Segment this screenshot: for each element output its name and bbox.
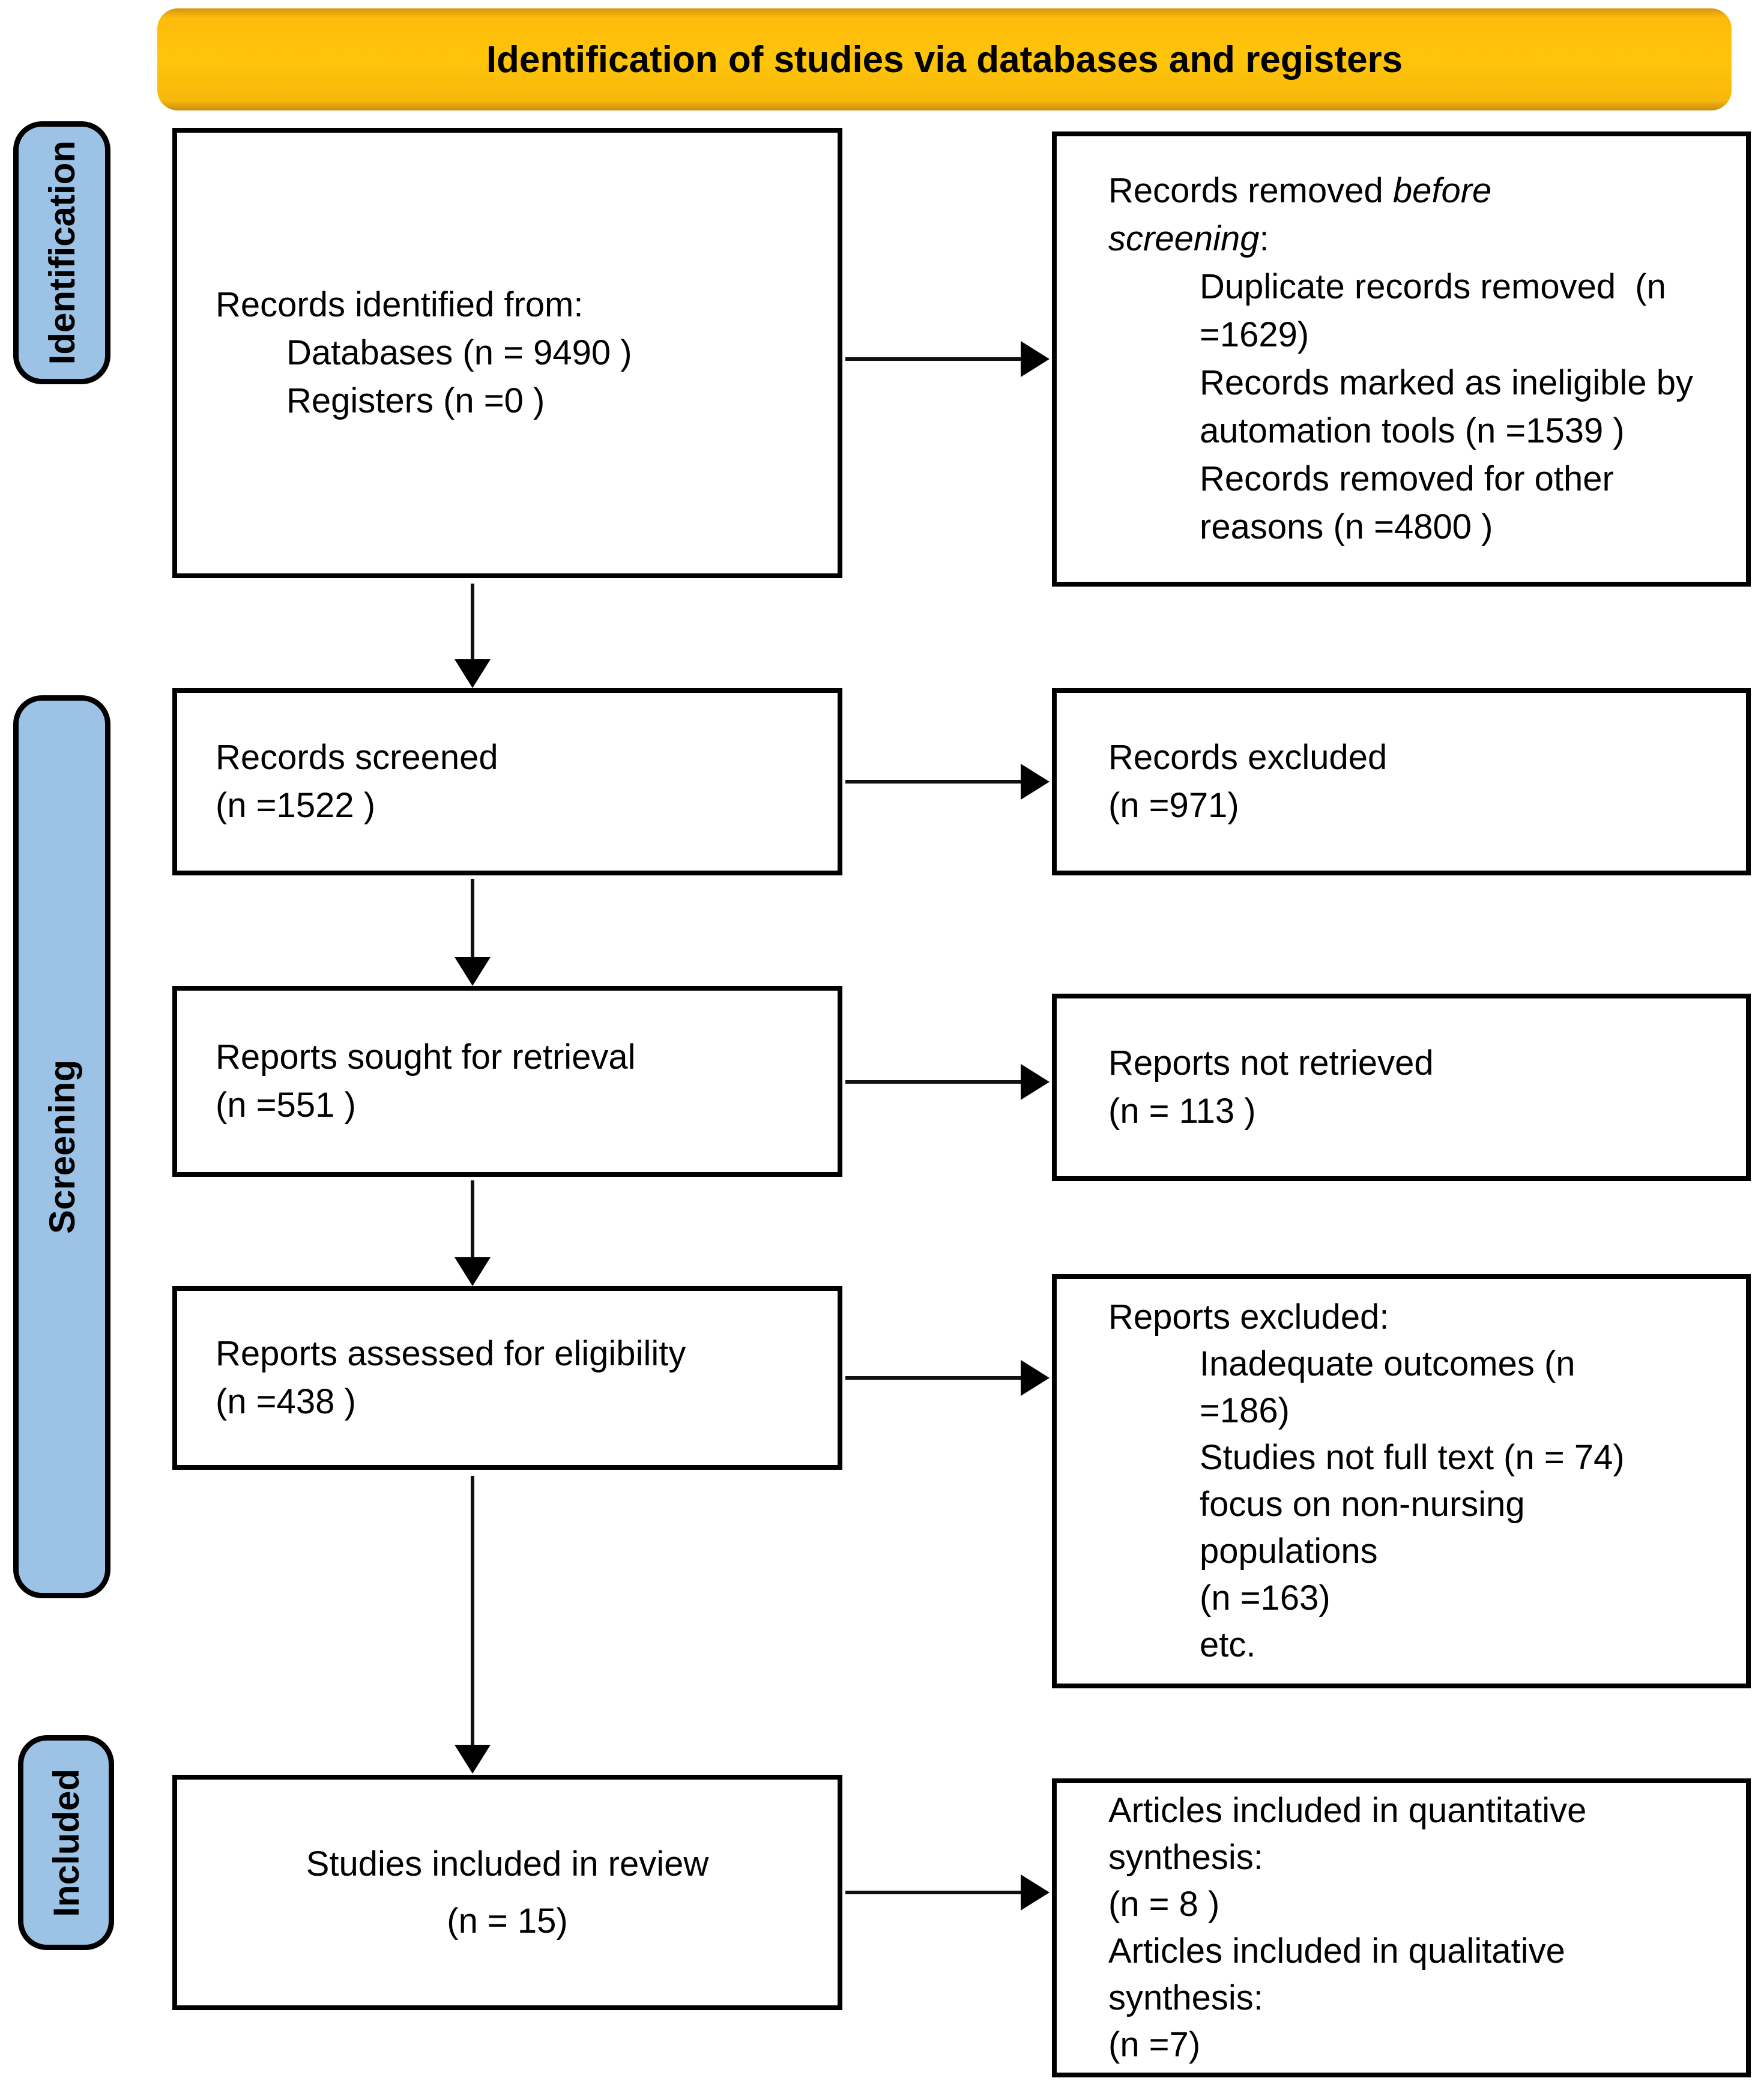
right-arrow-line-4	[845, 1376, 1021, 1380]
banner-title: Identification of studies via databases …	[486, 38, 1403, 80]
box-line: Reports excluded:	[1108, 1297, 1389, 1336]
box-line: focus on non-nursing	[1200, 1485, 1525, 1524]
box-line: Articles included in qualitative	[1108, 1931, 1565, 1971]
right-arrow-head-3	[1021, 1064, 1050, 1100]
box-reports-sought: Reports sought for retrieval (n =551 )	[172, 986, 842, 1177]
box-line: Records removed for other	[1200, 459, 1614, 498]
stage-screening-label: Screening	[41, 1059, 82, 1234]
stage-screening: Screening	[13, 695, 110, 1598]
box-line: =186)	[1200, 1391, 1290, 1430]
box-line: screening:	[1108, 219, 1269, 258]
box-line: Records identified from:	[216, 285, 584, 324]
right-arrow-line-3	[845, 1080, 1021, 1084]
box-line: (n =438 )	[216, 1382, 356, 1421]
box-line: populations	[1200, 1532, 1378, 1571]
down-arrow-line-4	[471, 1476, 474, 1745]
box-line: Studies included in review	[306, 1844, 709, 1883]
box-line: (n = 113 )	[1108, 1092, 1256, 1131]
right-arrow-head-2	[1021, 764, 1050, 800]
stage-identification-label: Identification	[41, 140, 82, 365]
box-reports-assessed: Reports assessed for eligibility (n =438…	[172, 1286, 842, 1470]
box-line: Duplicate records removed (n	[1200, 267, 1666, 306]
right-arrow-head-5	[1021, 1874, 1050, 1910]
box-line: (n = 8 )	[1108, 1885, 1220, 1924]
box-line: Reports assessed for eligibility	[216, 1334, 686, 1373]
down-arrow-head-3	[455, 1257, 491, 1286]
box-line: (n =971)	[1108, 786, 1239, 825]
box-line: Reports not retrieved	[1108, 1043, 1434, 1083]
box-records-excluded: Records excluded (n =971)	[1052, 688, 1751, 875]
box-line: =1629)	[1200, 315, 1309, 354]
right-arrow-line-5	[845, 1891, 1021, 1894]
box-line: etc.	[1200, 1625, 1256, 1664]
down-arrow-line-2	[471, 879, 474, 957]
right-arrow-line-1	[845, 357, 1021, 361]
right-arrow-head-1	[1021, 341, 1050, 377]
box-line: automation tools (n =1539 )	[1200, 411, 1625, 450]
banner: Identification of studies via databases …	[157, 8, 1732, 110]
box-line: Registers (n =0 )	[286, 381, 545, 420]
italic-text: before	[1392, 171, 1492, 210]
box-line: (n =551 )	[216, 1086, 356, 1125]
down-arrow-line-3	[471, 1180, 474, 1257]
stage-identification: Identification	[13, 121, 110, 384]
box-line: Databases (n = 9490 )	[286, 333, 632, 372]
italic-text: screening	[1108, 219, 1260, 258]
box-line: (n =163)	[1200, 1578, 1331, 1617]
down-arrow-head-1	[455, 659, 491, 688]
down-arrow-line-1	[471, 584, 474, 659]
box-reports-excluded: Reports excluded: Inadequate outcomes (n…	[1052, 1274, 1751, 1688]
box-records-screened: Records screened (n =1522 )	[172, 688, 842, 875]
stage-included-label: Included	[46, 1768, 86, 1917]
right-arrow-line-2	[845, 780, 1021, 784]
box-studies-included: Studies included in review (n = 15)	[172, 1775, 842, 2010]
box-line: (n =1522 )	[216, 786, 376, 825]
box-line: Records excluded	[1108, 738, 1388, 777]
box-line: synthesis:	[1108, 1978, 1263, 2017]
right-arrow-head-4	[1021, 1360, 1050, 1396]
box-line: Reports sought for retrieval	[216, 1037, 636, 1077]
box-line: reasons (n =4800 )	[1200, 507, 1493, 546]
box-line: (n =7)	[1108, 2025, 1201, 2064]
box-line: Articles included in quantitative	[1108, 1791, 1587, 1830]
box-line: Inadequate outcomes (n	[1200, 1344, 1575, 1383]
box-articles-included: Articles included in quantitative synthe…	[1052, 1778, 1751, 2077]
down-arrow-head-4	[455, 1745, 491, 1774]
stage-included: Included	[18, 1735, 114, 1950]
down-arrow-head-2	[455, 957, 491, 986]
box-records-removed: Records removed before screening: Duplic…	[1052, 131, 1751, 587]
box-line: Records screened	[216, 738, 498, 777]
box-line: Records marked as ineligible by	[1200, 363, 1694, 402]
box-records-identified: Records identified from: Databases (n = …	[172, 128, 842, 578]
box-reports-not-retrieved: Reports not retrieved (n = 113 )	[1052, 994, 1751, 1181]
box-line: Studies not full text (n = 74)	[1200, 1438, 1625, 1477]
box-line: Records removed before	[1108, 171, 1492, 210]
box-line: synthesis:	[1108, 1838, 1263, 1877]
box-line: (n = 15)	[447, 1901, 568, 1940]
